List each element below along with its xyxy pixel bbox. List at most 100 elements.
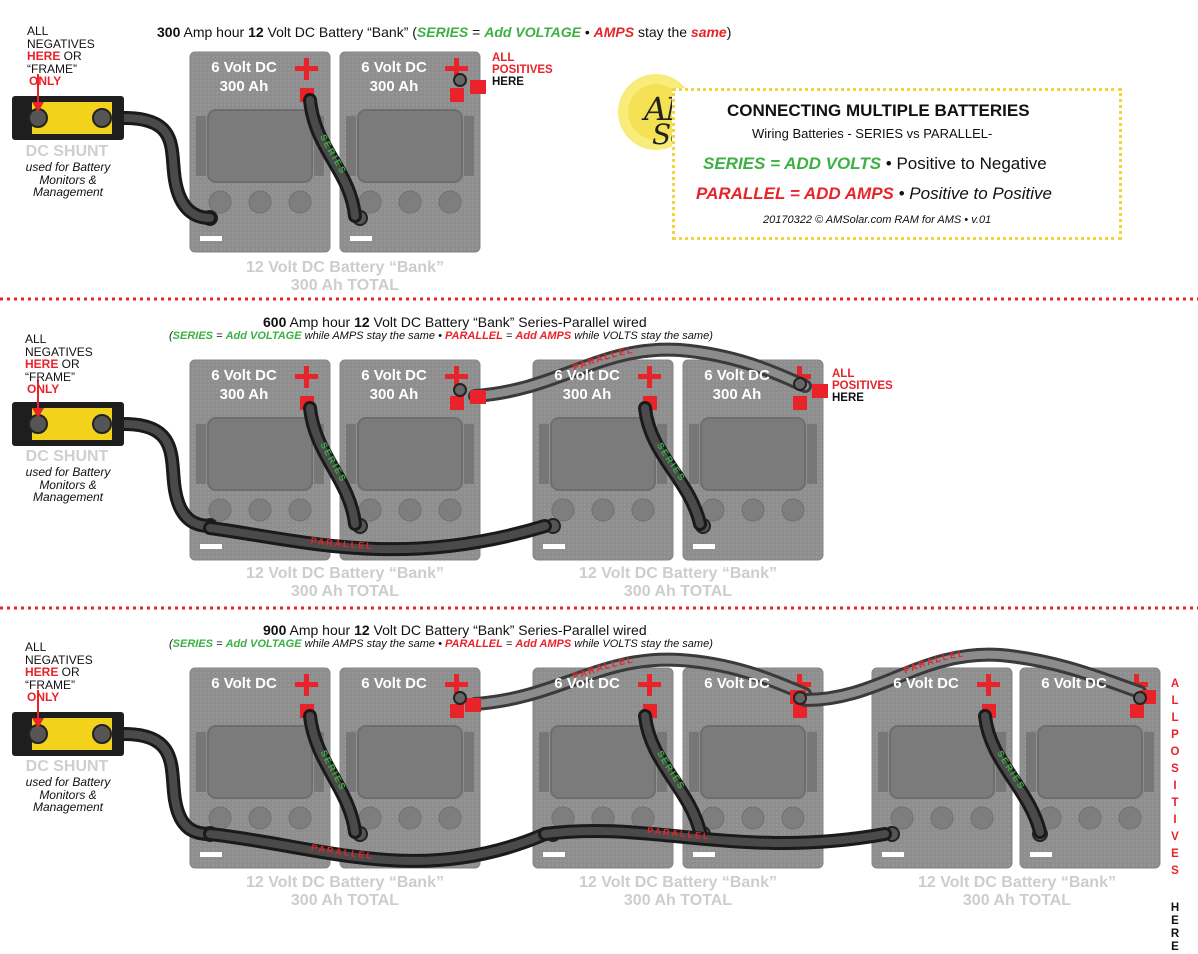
plus-icon bbox=[977, 682, 1000, 687]
battery-cap bbox=[890, 806, 914, 830]
minus-icon bbox=[543, 544, 565, 549]
terminal-bolt bbox=[793, 691, 807, 705]
battery-handle bbox=[464, 732, 474, 792]
battery-cap bbox=[248, 190, 272, 214]
shunt-label-row2: DC SHUNT used for Battery Monitors & Man… bbox=[25, 448, 111, 504]
arrow-icon bbox=[32, 718, 44, 728]
info-subheading: Wiring Batteries - SERIES vs PARALLEL- bbox=[752, 126, 993, 141]
battery-cap bbox=[358, 190, 382, 214]
battery-top-mold bbox=[357, 109, 463, 183]
battery-handle bbox=[689, 732, 699, 792]
info-box bbox=[672, 88, 1122, 240]
cable-inner bbox=[206, 830, 549, 865]
cable-inner bbox=[471, 345, 809, 400]
minus-icon bbox=[200, 852, 222, 857]
battery-handle bbox=[464, 116, 474, 176]
arrow-icon bbox=[32, 408, 44, 418]
cable bbox=[117, 727, 217, 841]
battery-handle bbox=[196, 424, 206, 484]
battery-top-mold bbox=[889, 725, 995, 799]
battery-label: 6 Volt DC bbox=[1041, 675, 1107, 692]
bolt-icon bbox=[92, 108, 112, 128]
battery-top-mold bbox=[700, 725, 806, 799]
battery-label: 6 Volt DC bbox=[361, 675, 427, 692]
battery-cap bbox=[208, 190, 232, 214]
cable-inner bbox=[206, 522, 549, 554]
battery-cap bbox=[438, 498, 462, 522]
terminal-bolt bbox=[453, 73, 467, 87]
battery bbox=[871, 667, 1013, 869]
minus-icon bbox=[200, 544, 222, 549]
bank-label: 12 Volt DC Battery “Bank”300 Ah TOTAL bbox=[246, 874, 444, 909]
battery-top-mold bbox=[207, 725, 313, 799]
battery-cap bbox=[398, 806, 422, 830]
battery-handle bbox=[539, 424, 549, 484]
battery-label: 6 Volt DC bbox=[211, 675, 277, 692]
cable-inner bbox=[306, 96, 359, 220]
cable-inner bbox=[641, 404, 704, 528]
shunt-label-row1: DC SHUNT used for Battery Monitors & Man… bbox=[25, 143, 111, 199]
info-parallel: PARALLEL = ADD AMPS • Positive to Positi… bbox=[696, 184, 1052, 203]
minus-icon bbox=[543, 852, 565, 857]
row3-subtitle: (SERIES = Add VOLTAGE while AMPS stay th… bbox=[169, 638, 713, 650]
plus-icon bbox=[445, 682, 468, 687]
battery bbox=[339, 667, 481, 869]
battery-handle bbox=[1026, 732, 1036, 792]
positive-terminal bbox=[793, 396, 807, 410]
battery-handle bbox=[196, 116, 206, 176]
battery-top-mold bbox=[207, 109, 313, 183]
plus-icon bbox=[295, 374, 318, 379]
dc-shunt bbox=[12, 380, 124, 446]
minus-icon bbox=[350, 236, 372, 241]
battery-cap bbox=[970, 806, 994, 830]
dc-shunt bbox=[12, 74, 124, 140]
positive-terminal bbox=[450, 396, 464, 410]
battery-cap bbox=[358, 806, 382, 830]
row2-title: 600 Amp hour 12 Volt DC Battery “Bank” S… bbox=[263, 314, 647, 330]
battery-cap bbox=[208, 806, 232, 830]
battery-cap bbox=[631, 498, 655, 522]
cable-inner bbox=[641, 712, 704, 836]
row3-title: 900 Amp hour 12 Volt DC Battery “Bank” S… bbox=[263, 622, 647, 638]
battery-top-mold bbox=[207, 417, 313, 491]
cable-inner bbox=[981, 712, 1044, 836]
bank-label: 12 Volt DC Battery “Bank”300 Ah TOTAL bbox=[579, 565, 777, 600]
bank-label: 12 Volt DC Battery “Bank”300 Ah TOTAL bbox=[246, 259, 444, 294]
battery-cap bbox=[438, 806, 462, 830]
battery-cap bbox=[781, 806, 805, 830]
battery-cap bbox=[741, 498, 765, 522]
battery-handle bbox=[464, 424, 474, 484]
battery-cap bbox=[930, 806, 954, 830]
cable-inner bbox=[120, 420, 214, 530]
bank-label: 12 Volt DC Battery “Bank”300 Ah TOTAL bbox=[918, 874, 1116, 909]
positive-terminal bbox=[450, 704, 464, 718]
battery-cap bbox=[1078, 806, 1102, 830]
battery-cap bbox=[438, 190, 462, 214]
positive-terminal bbox=[450, 88, 464, 102]
battery-cap bbox=[591, 498, 615, 522]
wiring-diagram: SERIESSERIESSERIESPARALLELPARALLELSERIES… bbox=[0, 51, 1198, 869]
battery bbox=[189, 51, 331, 253]
battery-handle bbox=[1144, 732, 1154, 792]
battery-cap bbox=[741, 806, 765, 830]
info-heading: CONNECTING MULTIPLE BATTERIES bbox=[727, 101, 1030, 120]
battery bbox=[189, 667, 331, 869]
terminal-bolt bbox=[453, 383, 467, 397]
positive-lug bbox=[470, 80, 486, 94]
plus-icon bbox=[445, 374, 468, 379]
bank-label: 12 Volt DC Battery “Bank”300 Ah TOTAL bbox=[579, 874, 777, 909]
battery-label: 6 Volt DC bbox=[704, 675, 770, 692]
info-credit: 20170322 © AMSolar.com RAM for AMS • v.0… bbox=[763, 214, 992, 226]
battery-cap bbox=[358, 498, 382, 522]
row2-subtitle: (SERIES = Add VOLTAGE while AMPS stay th… bbox=[169, 330, 713, 342]
minus-icon bbox=[1030, 852, 1052, 857]
battery-top-mold bbox=[700, 417, 806, 491]
cable-inner bbox=[120, 114, 214, 222]
